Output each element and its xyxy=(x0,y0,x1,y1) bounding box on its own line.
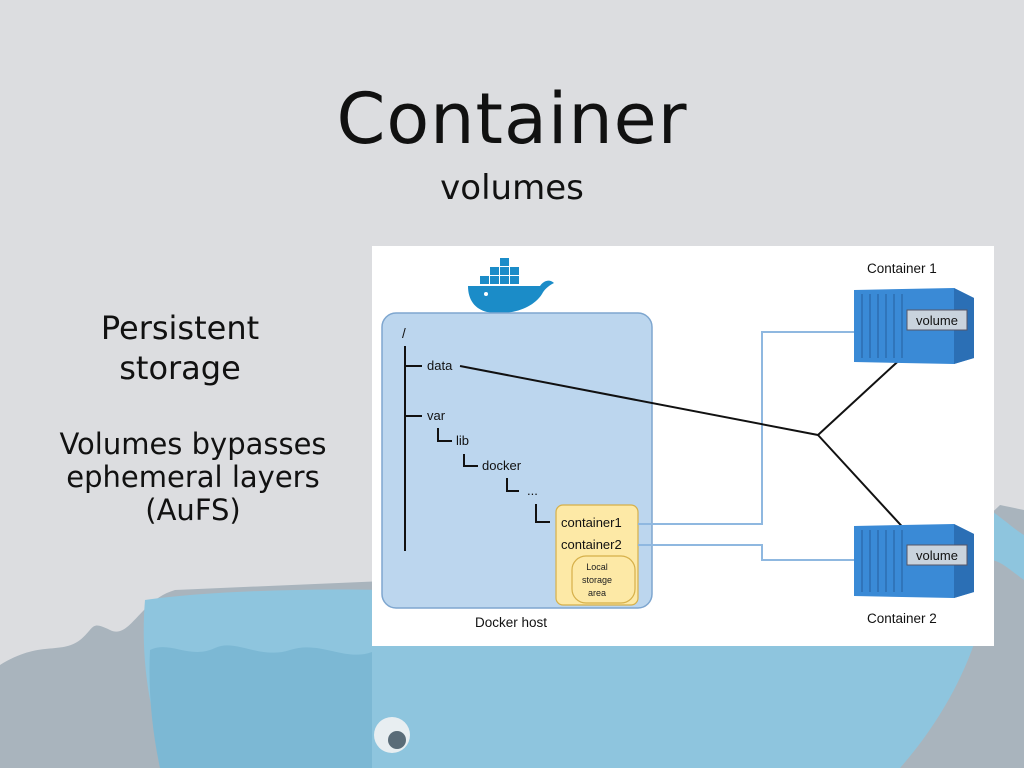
container-1-label: Container 1 xyxy=(867,261,937,276)
tree-node-ellipsis: ... xyxy=(527,483,538,498)
background-whale-fin xyxy=(990,510,1024,580)
slide-title: Container xyxy=(336,78,688,160)
left-heading: Persistent storage xyxy=(20,308,340,388)
volumes-diagram: / data var lib docker ... container1 con… xyxy=(372,246,994,646)
tree-node-var: var xyxy=(427,408,446,423)
left-heading-line: storage xyxy=(119,349,241,387)
docker-whale-logo-icon xyxy=(468,258,554,314)
docker-host-label: Docker host xyxy=(475,615,547,630)
tree-node-docker: docker xyxy=(482,458,522,473)
storage-container1-label: container1 xyxy=(561,515,622,530)
left-heading-line: Persistent xyxy=(100,309,260,347)
local-storage-line: Local xyxy=(586,562,608,572)
left-body-line: Volumes bypasses xyxy=(59,427,327,461)
local-storage-area xyxy=(571,555,636,604)
directory-tree-lines xyxy=(404,346,550,551)
volume-badge-label: volume xyxy=(916,313,958,328)
tree-node-data: data xyxy=(427,358,453,373)
left-body-line: ephemeral layers xyxy=(66,460,320,494)
left-body-text: Volumes bypasses ephemeral layers (AuFS) xyxy=(10,428,376,527)
storage-container2-label: container2 xyxy=(561,537,622,552)
tree-root: / xyxy=(402,326,406,341)
local-storage-line: storage xyxy=(582,575,612,585)
local-storage-line: area xyxy=(588,588,606,598)
volume-badge-label: volume xyxy=(916,548,958,563)
container-2-label: Container 2 xyxy=(867,611,937,626)
container-connectors xyxy=(638,331,854,561)
tree-node-lib: lib xyxy=(456,433,469,448)
background-whale-belly xyxy=(149,645,372,768)
slide-subtitle: volumes xyxy=(440,168,584,208)
left-body-line: (AuFS) xyxy=(145,493,241,527)
volume-badge xyxy=(906,309,968,331)
volume-badge xyxy=(906,544,968,566)
